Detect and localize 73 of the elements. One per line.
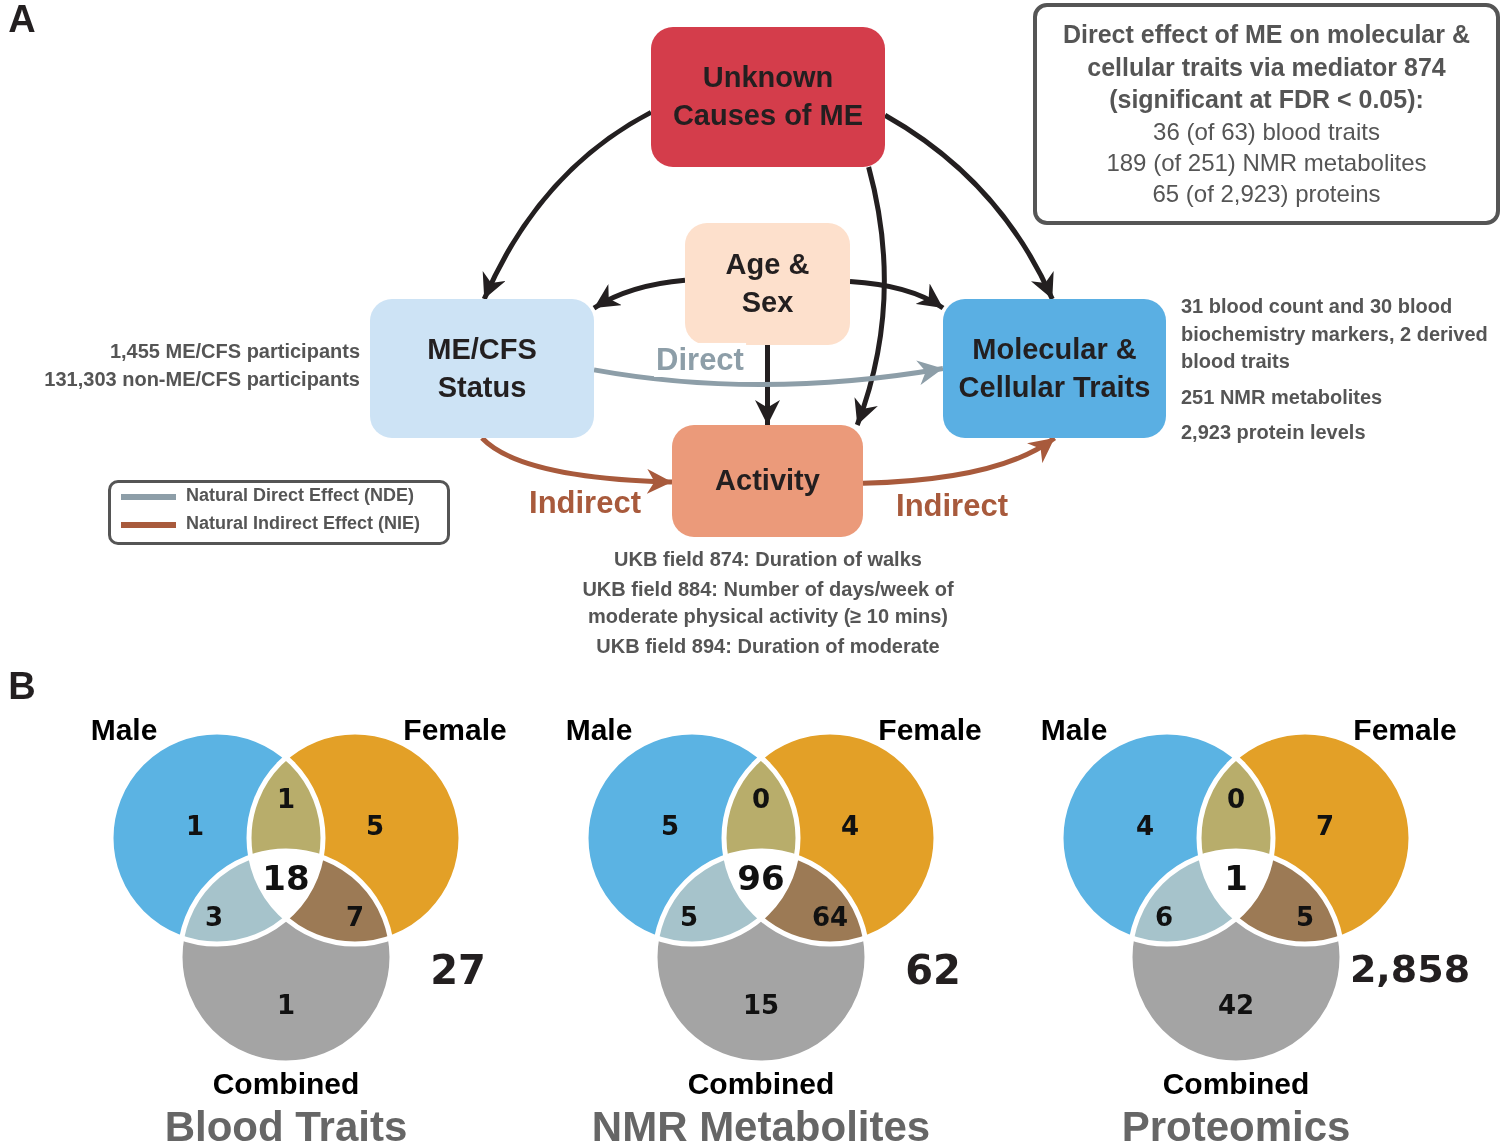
summary-heading: Direct effect of ME on molecular & cellular traits via mediator 874 (significant at FDR < 0.05): xyxy=(1062,19,1471,116)
count-label: 1 xyxy=(1224,860,1248,898)
count-label: 5 xyxy=(1295,902,1315,932)
annotation-text: 31 blood count and 30 blood biochemistry markers, 2 derived blood traits xyxy=(1181,294,1489,375)
panel-letter: B xyxy=(8,666,36,708)
set-label: Male xyxy=(1040,712,1108,746)
count-label: 0 xyxy=(1226,784,1246,814)
count-label: 5 xyxy=(660,811,680,841)
count-label: 5 xyxy=(679,902,699,932)
summary-line: 36 (of 63) blood traits xyxy=(1153,116,1380,147)
count-label: 4 xyxy=(840,811,860,841)
arrow xyxy=(593,360,944,388)
arrow xyxy=(480,436,673,494)
total-count: 27 xyxy=(430,948,486,992)
count-label: 1 xyxy=(276,784,296,814)
set-label: Combined xyxy=(687,1066,835,1100)
summary-line: 65 (of 2,923) proteins xyxy=(1152,179,1381,210)
cause-box xyxy=(651,27,885,167)
annotation-text: UKB field 884: Number of days/week of moderate physical activity (≥ 10 mins) xyxy=(581,576,955,630)
set-label: Combined xyxy=(212,1066,360,1100)
summary-line: 189 (of 251) NMR metabolites xyxy=(1106,148,1427,179)
set-label: Female xyxy=(1353,712,1457,746)
annotation-text: 131,303 non-ME/CFS participants xyxy=(43,366,360,392)
count-label: 7 xyxy=(345,902,365,932)
exposure-box xyxy=(370,299,594,438)
annotation-text: 2,923 protein levels xyxy=(1181,420,1367,446)
count-label: 18 xyxy=(262,860,310,898)
set-label: Female xyxy=(403,712,507,746)
set-label: Male xyxy=(565,712,633,746)
edge-label: Direct xyxy=(654,342,746,378)
arrow xyxy=(592,277,686,311)
annotation-text: UKB field 874: Duration of walks xyxy=(613,547,923,572)
count-label: 3 xyxy=(204,902,224,932)
covariate-box xyxy=(685,223,850,345)
panel-letter: A xyxy=(8,0,36,41)
arrow xyxy=(755,345,780,425)
node-label: Molecular & Cellular Traits xyxy=(957,331,1152,405)
total-count: 2,858 xyxy=(1349,949,1471,991)
venn-title: Blood Traits xyxy=(164,1103,408,1145)
arrow xyxy=(849,279,945,311)
set-label: Male xyxy=(90,712,158,746)
summary-box xyxy=(1033,3,1500,225)
node-label: Activity xyxy=(715,463,820,499)
annotation-text: 1,455 ME/CFS participants xyxy=(108,339,360,364)
mediator-box xyxy=(672,425,863,537)
count-label: 6 xyxy=(1154,902,1174,932)
annotation-text: UKB field 894: Duration of moderate xyxy=(595,633,941,659)
total-count: 62 xyxy=(905,948,961,992)
venn-title: NMR Metabolites xyxy=(591,1103,931,1145)
annotation-text: 251 NMR metabolites xyxy=(1181,384,1384,410)
set-label: Female xyxy=(878,712,982,746)
count-label: 64 xyxy=(811,902,849,932)
arrow xyxy=(481,110,653,301)
node-label: ME/CFS Status xyxy=(426,331,538,405)
count-label: 15 xyxy=(742,990,780,1020)
count-label: 7 xyxy=(1315,811,1335,841)
count-label: 96 xyxy=(737,860,785,898)
arrow xyxy=(853,166,887,426)
arrow xyxy=(862,435,1056,486)
count-label: 0 xyxy=(751,784,771,814)
count-label: 4 xyxy=(1135,811,1155,841)
count-label: 1 xyxy=(185,811,205,841)
count-label: 42 xyxy=(1217,990,1255,1020)
count-label: 1 xyxy=(276,990,296,1020)
node-label: Unknown Causes of ME xyxy=(671,60,865,133)
node-label: Age & Sex xyxy=(724,247,811,320)
venn-title: Proteomics xyxy=(1121,1103,1351,1145)
arrow xyxy=(883,113,1055,301)
count-label: 5 xyxy=(365,811,385,841)
legend-label: Natural Indirect Effect (NIE) xyxy=(186,513,421,534)
set-label: Combined xyxy=(1162,1066,1310,1100)
legend-label: Natural Direct Effect (NDE) xyxy=(186,485,415,506)
outcome-box xyxy=(943,299,1166,438)
